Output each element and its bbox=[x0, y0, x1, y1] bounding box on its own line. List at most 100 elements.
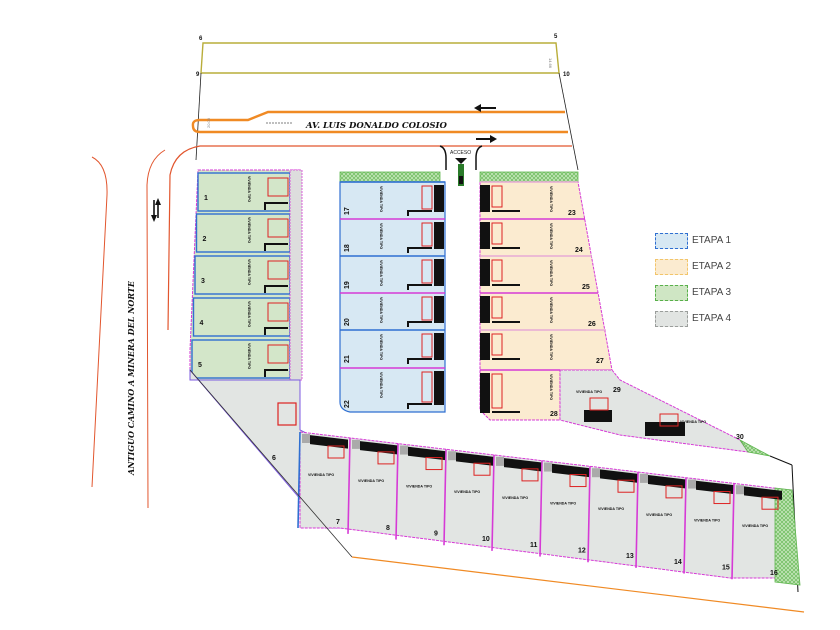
lot-number: 16 bbox=[770, 570, 778, 577]
lot-number: 15 bbox=[722, 565, 730, 572]
lot[interactable]: VIVIENDA TIPO 26 bbox=[480, 292, 598, 328]
lot-number: 12 bbox=[578, 548, 586, 555]
lot[interactable]: VIVIENDA TIPO 12 bbox=[539, 460, 590, 557]
lot-number: 27 bbox=[596, 358, 604, 365]
lot[interactable]: VIVIENDA TIPO 24 bbox=[480, 218, 585, 254]
lot-caption: VIVIENDA TIPO bbox=[406, 485, 432, 489]
lot-number: 25 bbox=[582, 284, 590, 291]
lot-caption: VIVIENDA TIPO bbox=[502, 496, 528, 500]
lot-caption: VIVIENDA TIPO bbox=[549, 374, 553, 400]
lot[interactable]: VIVIENDA TIPO 23 bbox=[480, 181, 578, 217]
right-of-way-strip: 6 5 9 10 14.66 bbox=[195, 34, 579, 171]
lower-boundary bbox=[189, 369, 805, 613]
lot-caption: VIVIENDA TIPO bbox=[379, 297, 383, 323]
legend-item-etapa-2: ETAPA 2 bbox=[655, 257, 731, 276]
lot-caption: VIVIENDA TIPO bbox=[549, 297, 553, 323]
legend-label: ETAPA 4 bbox=[692, 313, 732, 324]
lot-number: 20 bbox=[344, 318, 351, 326]
legend-swatch bbox=[655, 284, 688, 301]
lot-number: 5 bbox=[198, 362, 202, 369]
lot-caption: VIVIENDA TIPO bbox=[646, 513, 672, 517]
lot-number: 13 bbox=[626, 553, 634, 560]
lot-caption: VIVIENDA TIPO bbox=[549, 186, 553, 212]
legend-label: ETAPA 3 bbox=[692, 287, 732, 298]
lot[interactable]: 2 VIVIENDA TIPO bbox=[195, 213, 302, 253]
lot[interactable]: 22 VIVIENDA TIPO bbox=[340, 367, 445, 409]
legend-label: ETAPA 2 bbox=[692, 261, 732, 272]
lot-number: 1 bbox=[204, 195, 208, 202]
lot-number: 28 bbox=[550, 411, 558, 418]
lot[interactable]: VIVIENDA TIPO 28 bbox=[480, 369, 560, 418]
lot-number: 23 bbox=[568, 210, 576, 217]
lot-caption: VIVIENDA TIPO bbox=[358, 479, 384, 483]
lot-number: 2 bbox=[203, 236, 207, 243]
lot-caption: VIVIENDA TIPO bbox=[379, 186, 383, 212]
lot-caption: VIVIENDA TIPO bbox=[247, 217, 251, 243]
lot[interactable]: 1 VIVIENDA TIPO bbox=[197, 172, 301, 212]
gate-icon bbox=[455, 158, 467, 186]
lot-caption: VIVIENDA TIPO bbox=[550, 502, 576, 506]
legend-swatch bbox=[655, 232, 688, 249]
point-9: 9 bbox=[196, 72, 200, 78]
lot-caption: VIVIENDA TIPO bbox=[454, 490, 480, 494]
avenue-label: AV. LUIS DONALDO COLOSIO bbox=[305, 121, 448, 131]
dimension-label: 20.00 bbox=[206, 117, 211, 128]
lot-number: 8 bbox=[386, 525, 390, 532]
lot[interactable]: VIVIENDA TIPO 27 bbox=[480, 329, 606, 365]
left-road-label: ANTIGUO CAMINO A MINERA DEL NORTE bbox=[126, 280, 136, 476]
arrow-left-icon bbox=[474, 104, 496, 112]
lot[interactable]: VIVIENDA TIPO 10 bbox=[443, 449, 494, 546]
lot-caption: VIVIENDA TIPO bbox=[549, 223, 553, 249]
legend-item-etapa-3: ETAPA 3 bbox=[655, 283, 731, 302]
lot[interactable]: VIVIENDA TIPO 9 bbox=[395, 443, 446, 540]
lot-number: 6 bbox=[272, 455, 276, 462]
legend-item-etapa-1: ETAPA 1 bbox=[655, 231, 731, 250]
lot-number: 24 bbox=[575, 247, 583, 254]
lot-number: 30 bbox=[736, 434, 744, 441]
legend-item-etapa-4: ETAPA 4 bbox=[655, 309, 731, 328]
lot[interactable]: VIVIENDA TIPO 8 bbox=[347, 437, 398, 534]
lot[interactable]: 5 VIVIENDA TIPO bbox=[191, 339, 301, 379]
legend: ETAPA 1 ETAPA 2 ETAPA 3 ETAPA 4 bbox=[655, 231, 731, 335]
lot-number: 3 bbox=[201, 278, 205, 285]
lot-caption: VIVIENDA TIPO bbox=[247, 343, 251, 369]
lot-caption: VIVIENDA TIPO bbox=[379, 260, 383, 286]
lot-number: 9 bbox=[434, 531, 438, 538]
lot[interactable]: VIVIENDA TIPO 14 bbox=[635, 471, 686, 568]
lot-caption: VIVIENDA TIPO bbox=[247, 301, 251, 327]
lot-caption: VIVIENDA TIPO bbox=[247, 176, 251, 202]
lot-caption: VIVIENDA TIPO bbox=[576, 390, 602, 394]
lot-number: 22 bbox=[344, 400, 351, 408]
lot-number: 21 bbox=[344, 355, 351, 363]
dimension-label: 14.66 bbox=[548, 58, 553, 69]
lot-number: 18 bbox=[344, 244, 351, 252]
lot-number: 29 bbox=[613, 387, 621, 394]
point-5: 5 bbox=[554, 34, 558, 40]
legend-swatch bbox=[655, 310, 688, 327]
lot-caption: VIVIENDA TIPO bbox=[379, 372, 383, 398]
lot-caption: VIVIENDA TIPO bbox=[549, 334, 553, 360]
lot-number: 26 bbox=[588, 321, 596, 328]
avenue-colosio: 20.00 AV. LUIS DONALDO COLOSIO bbox=[191, 104, 568, 143]
lot[interactable]: 20 VIVIENDA TIPO bbox=[340, 292, 445, 327]
access-label: ACCESO bbox=[450, 150, 471, 156]
lot-number: 10 bbox=[482, 536, 490, 543]
lot-caption: VIVIENDA TIPO bbox=[308, 473, 334, 477]
lot-number: 14 bbox=[674, 559, 682, 566]
